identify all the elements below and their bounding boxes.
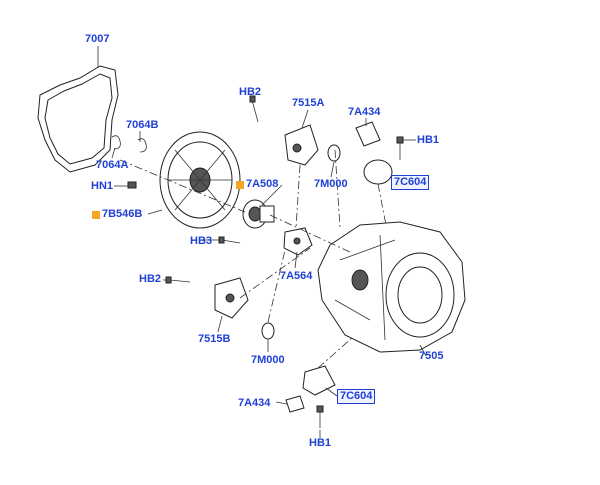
sensor-7c604-top: [355, 121, 393, 185]
bolt-hb1-bot: [316, 405, 324, 428]
bolt-hb2-top: [249, 95, 259, 123]
highlight-marker-7a508: [236, 181, 244, 189]
label-7064a[interactable]: 7064A: [96, 159, 129, 171]
leader-lines: [97, 46, 427, 438]
shift-bracket-7515b: [214, 277, 249, 319]
clip-7064a: [111, 135, 121, 150]
label-7b546b[interactable]: 7B546B: [102, 208, 143, 220]
label-7c604-top[interactable]: 7C604: [391, 175, 430, 190]
shift-bracket-7515a: [284, 124, 319, 166]
label-7515a[interactable]: 7515A: [292, 97, 325, 109]
label-hn1[interactable]: HN1: [91, 180, 114, 192]
assembly-axis-lines: [119, 149, 387, 369]
label-7a434-top[interactable]: 7A434: [348, 106, 381, 118]
label-7007[interactable]: 7007: [85, 33, 110, 45]
transmission-housing-7505: [317, 221, 466, 353]
label-7515b[interactable]: 7515B: [198, 333, 231, 345]
bushing-7m000-bot: [261, 322, 275, 340]
clutch-disc-7b546b: [159, 131, 241, 229]
highlight-marker-7b546b: [92, 211, 100, 219]
label-7m000-top[interactable]: 7M000: [314, 178, 348, 190]
label-7a508[interactable]: 7A508: [246, 178, 279, 190]
bolt-hb2-mid: [165, 276, 191, 284]
label-7064b[interactable]: 7064B: [126, 119, 159, 131]
label-7505[interactable]: 7505: [419, 350, 444, 362]
bolt-hb3: [218, 236, 241, 244]
clip-7064b: [137, 138, 147, 153]
label-hb1-top[interactable]: HB1: [417, 134, 440, 146]
label-hb1-bot[interactable]: HB1: [309, 437, 332, 449]
slave-cylinder-7a564: [283, 227, 313, 256]
label-7c604-bot[interactable]: 7C604: [337, 389, 376, 404]
label-7m000-bot[interactable]: 7M000: [251, 354, 285, 366]
release-bearing-7a508: [242, 199, 275, 229]
bushing-7m000-top: [327, 144, 341, 162]
label-hb2-mid[interactable]: HB2: [139, 273, 162, 285]
bolt-hb1-top: [396, 136, 404, 160]
label-hb2-top[interactable]: HB2: [239, 86, 262, 98]
label-7a564[interactable]: 7A564: [280, 270, 313, 282]
label-hb3[interactable]: HB3: [190, 235, 213, 247]
sensor-7c604-bot: [302, 365, 336, 396]
label-7a434-bot[interactable]: 7A434: [238, 397, 271, 409]
gasket-7007: [37, 65, 119, 173]
bolt-hn1: [127, 181, 137, 189]
bracket-7a434-bot: [285, 395, 305, 413]
